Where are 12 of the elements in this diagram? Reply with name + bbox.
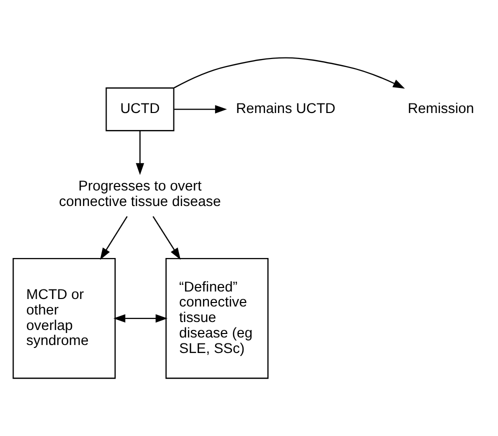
arrow: [136, 130, 144, 175]
arrow: [152, 216, 181, 260]
node-text: Remains UCTD: [236, 100, 336, 117]
arrow: [113, 314, 168, 323]
node-text: Remission: [408, 100, 474, 117]
arrow: [100, 216, 128, 260]
node-text: Progresses to overt connective tissue disease: [59, 178, 221, 210]
node-box: “Defined” connective tissue disease (eg SLE, SSc): [165, 258, 269, 379]
arrow: [174, 105, 227, 114]
node-box: MCTD or other overlap syndrome: [12, 258, 116, 379]
node-box: UCTD: [106, 87, 174, 132]
arrow: [174, 57, 405, 89]
